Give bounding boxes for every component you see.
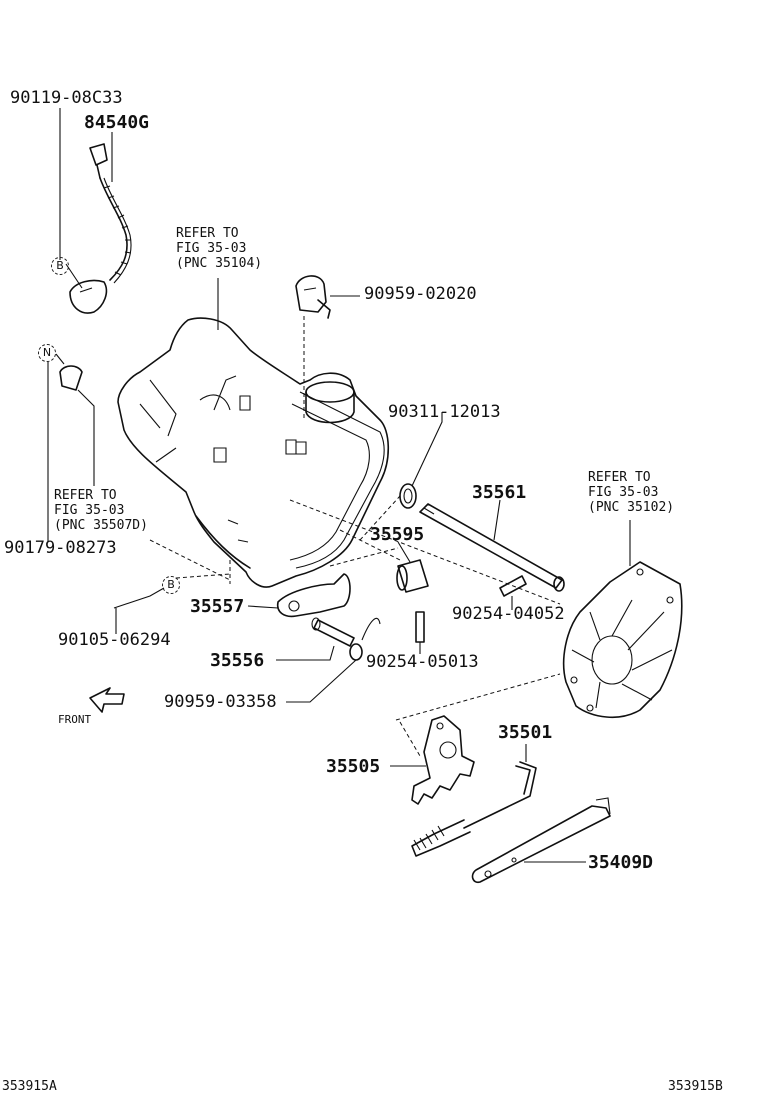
clip-90959-02020 — [295, 275, 331, 319]
label-35557: 35557 — [190, 596, 245, 617]
marker-b-bottom: B — [162, 576, 180, 594]
label-90119-08c33: 90119-08C33 — [10, 88, 123, 108]
refer-note-1-line-3: (PNC 35104) — [176, 256, 263, 271]
shaft-35556 — [311, 617, 355, 647]
label-35561: 35561 — [472, 482, 527, 503]
marker-b-top: B — [51, 257, 69, 275]
marker-n: N — [38, 344, 56, 362]
bracket-35505 — [411, 715, 475, 805]
rod-35501 — [411, 761, 537, 857]
label-90311-12013: 90311-12013 — [388, 402, 501, 422]
refer-note-1-line-2: FIG 35-03 — [176, 241, 247, 256]
refer-note-2-line-2: FIG 35-03 — [588, 485, 659, 500]
speed-sensor-harness — [69, 143, 132, 314]
refer-note-2-line-3: (PNC 35102) — [588, 500, 675, 515]
lever-35557 — [276, 573, 351, 618]
label-35501: 35501 — [498, 722, 553, 743]
illustration-code-left: 353915A — [2, 1079, 57, 1094]
label-90105-06294: 90105-06294 — [58, 630, 171, 650]
pin-05013 — [415, 611, 425, 643]
label-90254-04052: 90254-04052 — [452, 604, 565, 624]
label-90254-05013: 90254-05013 — [366, 652, 479, 672]
refer-note-3-line-2: FIG 35-03 — [54, 503, 125, 518]
label-90179-08273: 90179-08273 — [4, 538, 117, 558]
front-arrow-icon — [89, 687, 125, 713]
illustration-code-right: 353915B — [668, 1079, 723, 1094]
label-front: FRONT — [58, 713, 92, 726]
refer-note-1-line-1: REFER TO — [176, 226, 239, 241]
refer-note-1: REFER TO FIG 35-03 (PNC 35104) — [176, 226, 262, 271]
case-cover — [562, 561, 683, 719]
label-90959-03358: 90959-03358 — [164, 692, 277, 712]
label-35409d: 35409D — [588, 852, 654, 873]
refer-note-3: REFER TO FIG 35-03 (PNC 35507D) — [54, 488, 148, 533]
collar-35595 — [396, 559, 429, 593]
oil-seal — [399, 483, 417, 509]
label-35595: 35595 — [370, 524, 425, 545]
label-84540g: 84540G — [84, 112, 150, 133]
pad-90179 — [59, 365, 83, 391]
shift-shaft — [419, 503, 565, 592]
label-35556: 35556 — [210, 650, 265, 671]
label-90959-02020: 90959-02020 — [364, 284, 477, 304]
transmission-case — [117, 317, 390, 588]
strap-35409d — [471, 797, 611, 884]
refer-note-3-line-1: REFER TO — [54, 488, 117, 503]
pin-04052 — [499, 575, 527, 597]
refer-note-3-line-3: (PNC 35507D) — [54, 518, 148, 533]
refer-note-2: REFER TO FIG 35-03 (PNC 35102) — [588, 470, 674, 515]
label-35505: 35505 — [326, 756, 381, 777]
refer-note-2-line-1: REFER TO — [588, 470, 651, 485]
